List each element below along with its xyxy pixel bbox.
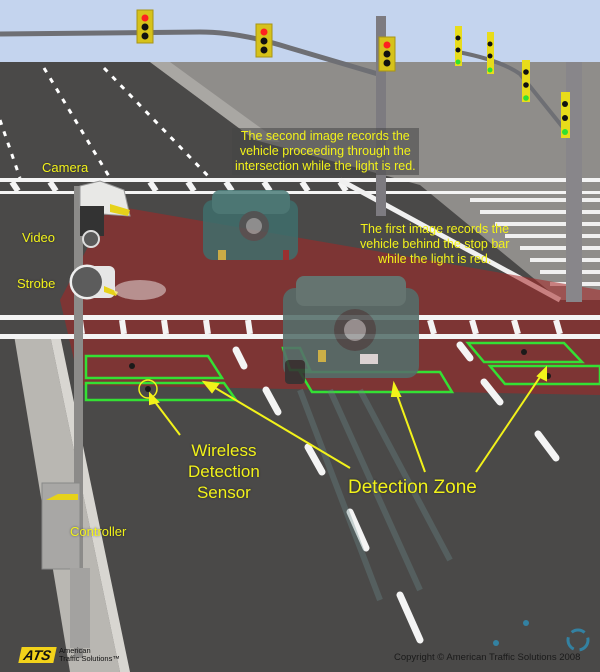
- vehicle-first-position: [283, 276, 419, 384]
- label-strobe: Strobe: [17, 276, 56, 291]
- ats-logo: ATS American Traffic Solutions™: [18, 647, 120, 663]
- caption-line: while the light is red.: [378, 252, 492, 266]
- caption-line: The first image records the: [360, 222, 510, 236]
- ats-company-name: American Traffic Solutions™: [59, 647, 120, 663]
- signal-head-green-4: [561, 92, 570, 138]
- caption-first-image: The first image records the vehicle behi…: [357, 221, 512, 268]
- label-line: Sensor: [196, 483, 251, 502]
- caption-line: The second image records the: [240, 129, 410, 143]
- label-line: Wireless: [191, 441, 257, 460]
- caption-second-image: The second image records the vehicle pro…: [232, 128, 419, 175]
- company-line: Traffic Solutions™: [58, 654, 120, 663]
- label-camera: Camera: [42, 160, 89, 175]
- company-line: American: [58, 646, 91, 655]
- vehicle-second-position: [203, 190, 298, 260]
- label-video: Video: [22, 230, 56, 245]
- signal-head-green-3: [522, 60, 530, 102]
- caption-line: intersection while the light is red.: [235, 159, 416, 173]
- copyright-notice: Copyright © American Traffic Solutions 2…: [394, 652, 581, 663]
- label-detection-zone: Detection Zone: [348, 477, 477, 498]
- signal-head-red-3: [378, 36, 396, 72]
- signal-head-green-1: [455, 26, 462, 66]
- signal-head-red-2: [255, 23, 273, 58]
- label-controller: Controller: [70, 524, 127, 539]
- label-wireless-detection-sensor: Wireless Detection Sensor: [188, 440, 260, 503]
- label-line: Detection: [188, 462, 260, 481]
- caption-line: vehicle proceeding through the: [239, 144, 411, 158]
- caption-line: vehicle behind the stop bar: [360, 237, 510, 251]
- signal-head-green-2: [487, 32, 494, 74]
- ats-logo-badge: ATS: [18, 647, 57, 663]
- signal-head-red-1: [136, 9, 154, 44]
